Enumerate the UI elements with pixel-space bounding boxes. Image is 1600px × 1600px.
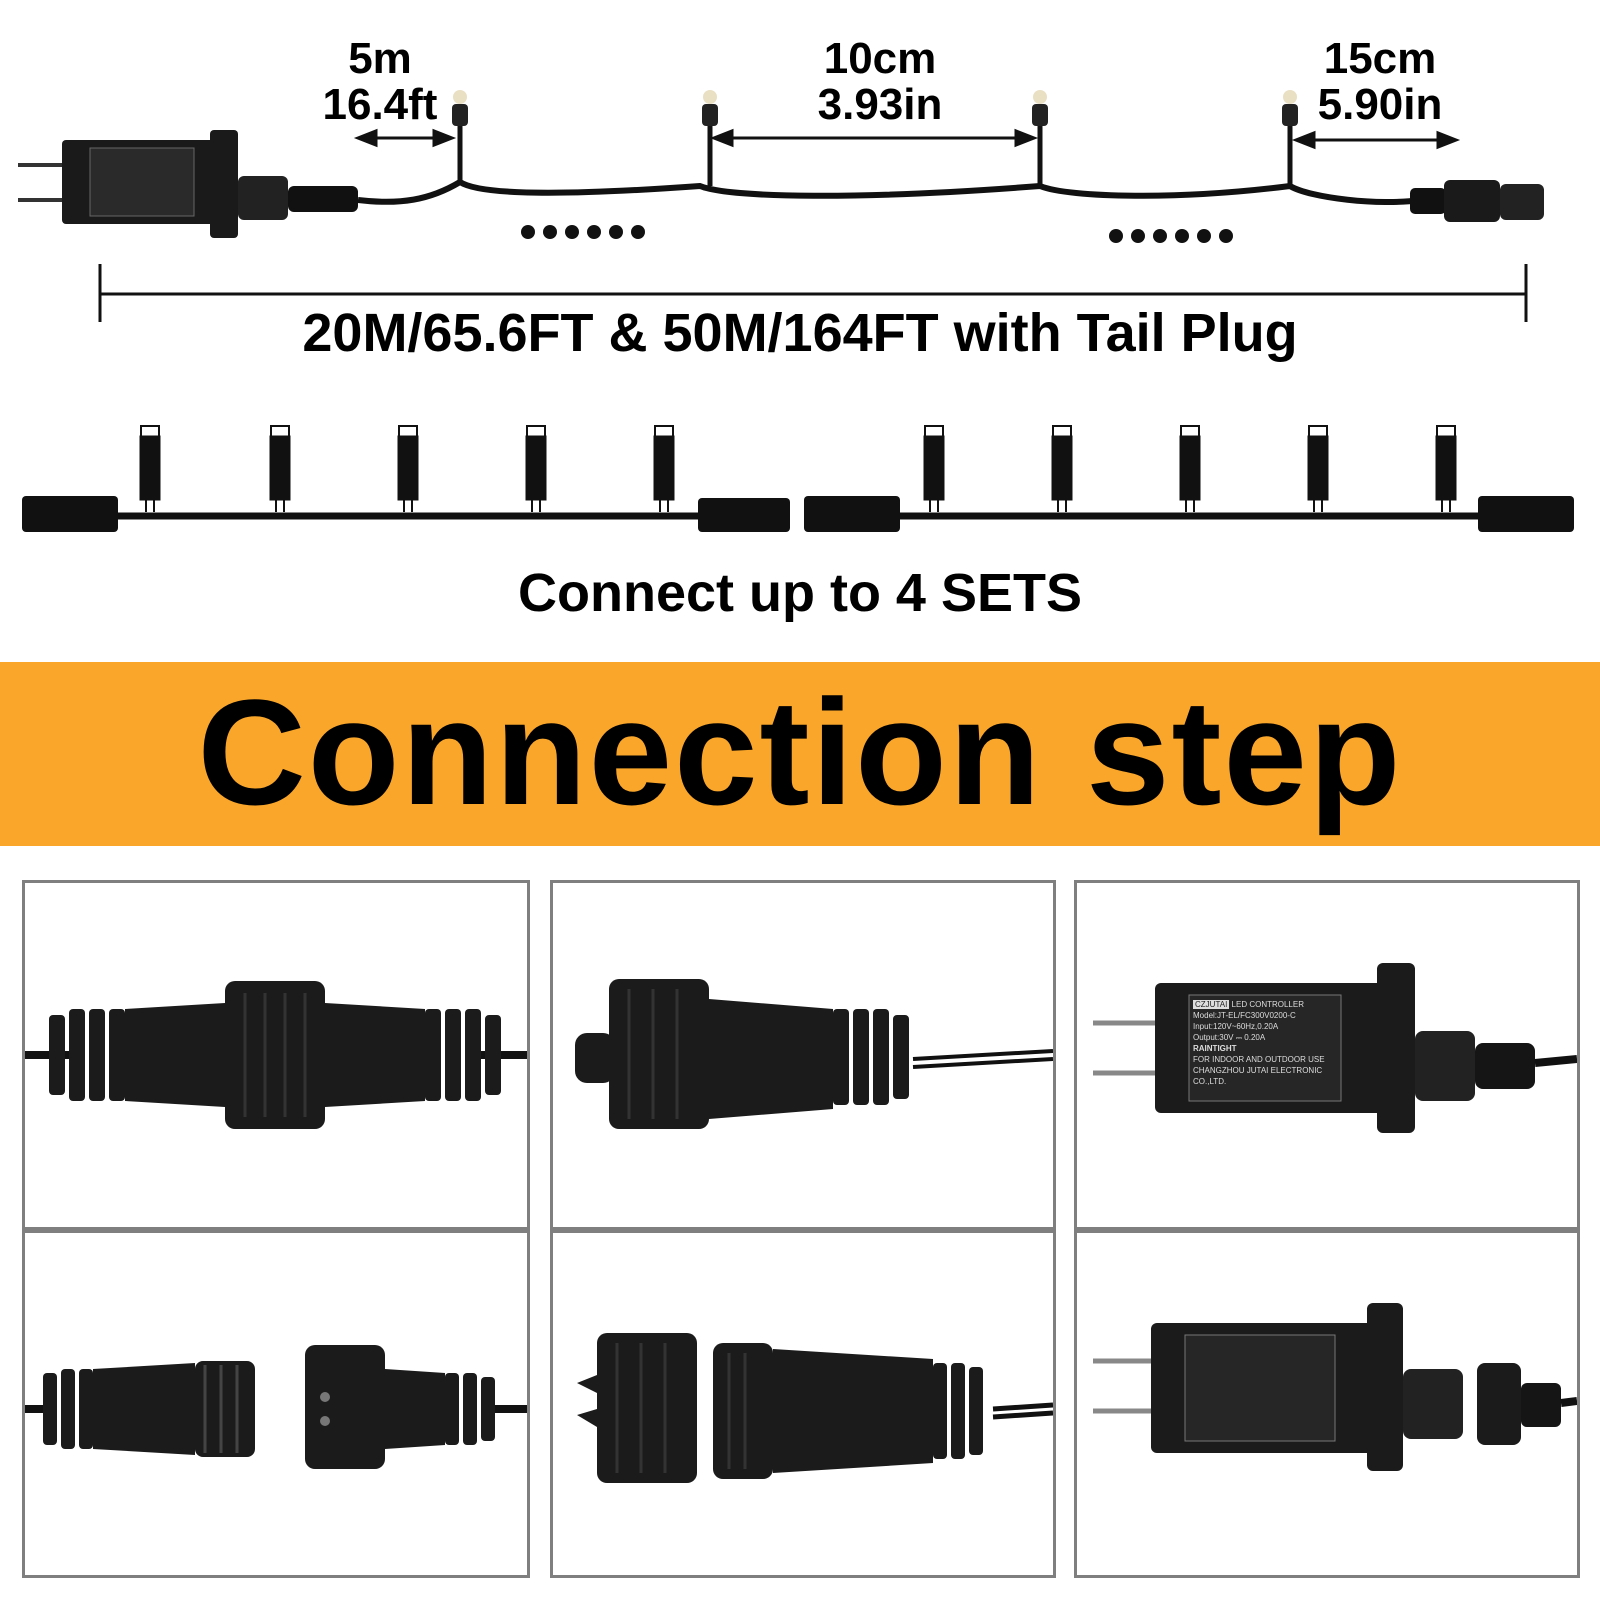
adapter-line1: LED CONTROLLER (1231, 1000, 1304, 1009)
adapter-line2: Model:JT-EL/FC300V0200-C (1193, 1011, 1296, 1020)
mini-bulb-icon (1051, 425, 1073, 512)
first-spacing-imperial: 16.4ft (322, 80, 438, 129)
light-string-diagram (18, 90, 1574, 532)
mini-bulb-icon (653, 425, 675, 512)
dimension-arrow-10cm (709, 128, 1039, 148)
joined-connector-icon (25, 981, 527, 1129)
mini-bulb-icon (525, 425, 547, 512)
banner-title: Connection step (197, 668, 1403, 836)
panel-adapter-plugged: CZJUTAI LED CONTROLLER Model:JT-EL/FC300… (1074, 880, 1580, 1230)
panel-cap-removed (550, 1230, 1056, 1578)
cap-removed-icon (577, 1333, 1053, 1483)
adapter-plugged-icon (1093, 963, 1577, 1133)
ellipsis-dots-left (521, 225, 645, 239)
tail-spacing-imperial: 5.90in (1317, 80, 1443, 129)
dimension-arrow-15cm (1291, 130, 1461, 150)
connected-sets-diagram (22, 425, 1574, 532)
adapter-line4: Output:30V ⎓ 0.20A (1193, 1033, 1266, 1042)
mini-bulb-icon (269, 425, 291, 512)
mini-bulb-icon (1179, 425, 1201, 512)
panel-connectors-separated (22, 1230, 530, 1578)
bulb-icon (452, 90, 468, 182)
total-length-bracket (98, 264, 1528, 322)
mini-bulb-icon (1435, 425, 1457, 512)
connect-sets-label: Connect up to 4 SETS (517, 563, 1083, 623)
adapter-line7: CHANGZHOU JUTAI ELECTRONIC CO.,LTD. (1193, 1066, 1323, 1086)
mini-bulb-icon (397, 425, 419, 512)
bulb-icon (1282, 90, 1298, 186)
bulb-icon (1032, 90, 1048, 186)
adapter-brand: CZJUTAI (1193, 1000, 1230, 1009)
mini-bulb-icon (923, 425, 945, 512)
bulb-spacing-imperial: 3.93in (817, 80, 943, 129)
tail-plug-icon (1410, 180, 1544, 222)
panel-connector-joined (22, 880, 530, 1230)
separated-connectors-icon (25, 1345, 527, 1469)
section-banner (0, 662, 1600, 846)
mini-bulb-icon (1307, 425, 1329, 512)
adapter-line5: RAINTIGHT (1193, 1044, 1237, 1053)
capped-connector-icon (575, 979, 1053, 1129)
mini-bulb-icon (139, 425, 161, 512)
adapter-line6: FOR INDOOR AND OUTDOOR USE (1193, 1055, 1325, 1064)
bulb-spacing-label: 10cm 3.93in (790, 36, 970, 128)
dimension-arrow-5m (353, 128, 457, 148)
tail-spacing-label: 15cm 5.90in (1300, 36, 1460, 128)
adapter-unplugged-icon (1093, 1303, 1577, 1471)
first-spacing-metric: 5m (348, 34, 412, 83)
first-spacing-label: 5m 16.4ft (300, 36, 460, 128)
ellipsis-dots-right (1109, 229, 1233, 243)
bulb-spacing-metric: 10cm (823, 34, 937, 83)
panel-connector-capped (550, 880, 1056, 1230)
adapter-label-text: CZJUTAI LED CONTROLLER Model:JT-EL/FC300… (1193, 999, 1341, 1099)
bulb-icon (702, 90, 718, 186)
panel-adapter-unplugged (1074, 1230, 1580, 1578)
tail-spacing-metric: 15cm (1323, 34, 1437, 83)
adapter-line3: Input:120V~60Hz,0.20A (1193, 1022, 1279, 1031)
power-adapter-icon (18, 130, 358, 238)
total-length-label: 20M/65.6FT & 50M/164FT with Tail Plug (302, 303, 1298, 363)
